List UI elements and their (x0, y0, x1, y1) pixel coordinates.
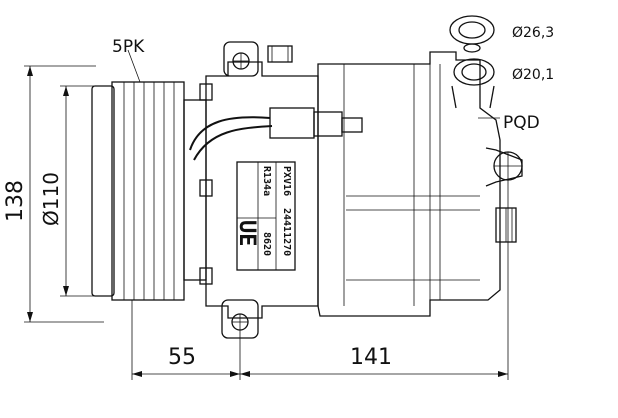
port-large-label: Ø26,3 (512, 25, 554, 41)
dimension-lines (24, 49, 509, 380)
plate-maker: UE (234, 220, 259, 247)
port-small-label: Ø20,1 (512, 67, 554, 83)
pulley-offset-label: 55 (168, 345, 196, 370)
main-body (317, 51, 523, 317)
label-plate: PXV16 24411270 R134a 8620 UE (234, 161, 296, 271)
connection-label: PQD (503, 113, 540, 133)
belt-label: 5PK (112, 37, 145, 57)
plate-model: PXV16 (281, 166, 292, 196)
plate-refrigerant: R134a (261, 166, 272, 196)
plate-part-number: 24411270 (281, 208, 292, 256)
pulley-diameter-label: Ø110 (39, 172, 63, 226)
wiring (189, 107, 363, 161)
height-label: 138 (3, 180, 28, 222)
body-length-label: 141 (350, 345, 392, 370)
front-housing (199, 41, 319, 339)
plate-code: 8620 (261, 232, 272, 256)
pulley (91, 81, 207, 301)
ports (449, 15, 495, 109)
